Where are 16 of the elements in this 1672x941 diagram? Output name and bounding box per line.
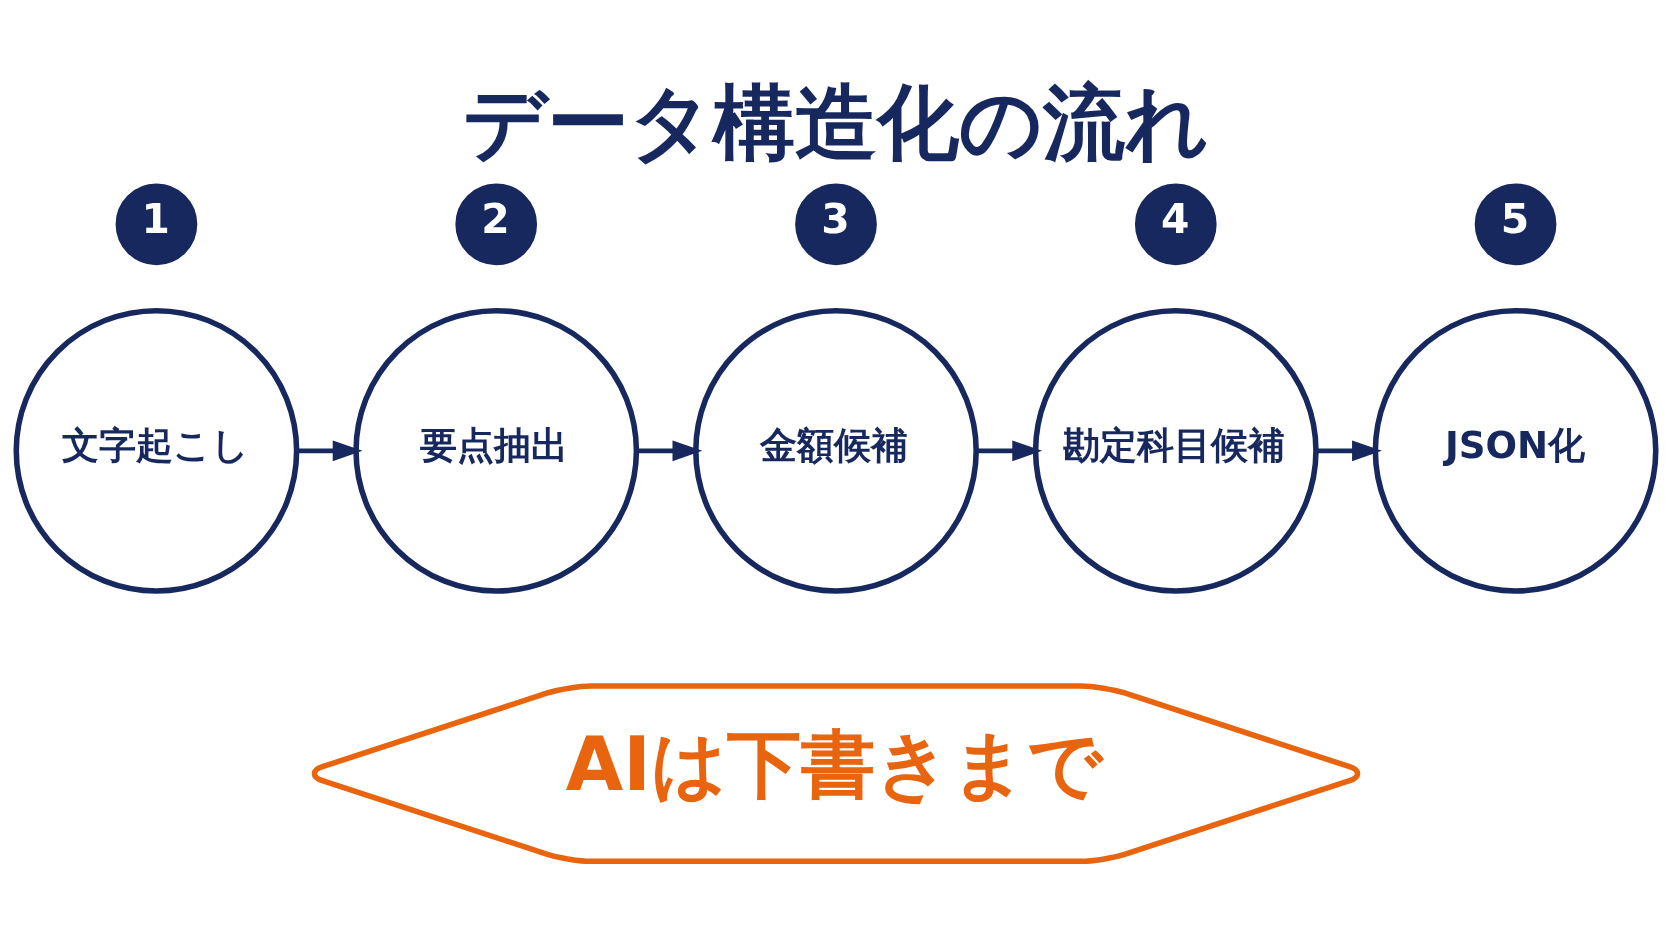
node-circle: 1: [115, 182, 198, 265]
node-circle: 5: [1474, 182, 1557, 265]
arrow: [976, 439, 1043, 461]
node-circle: 金額候補: [693, 307, 979, 594]
node-circle: 4: [1134, 182, 1217, 265]
diagram-title: データ構造化の流れ: [462, 74, 1209, 170]
node-circle: 2: [455, 182, 538, 265]
arrow: [636, 439, 703, 461]
node-ellipse: AIは下書きまで: [311, 682, 1361, 864]
arrow: [1316, 439, 1382, 461]
node-circle: 要点抽出: [353, 307, 640, 594]
arrow: [297, 439, 363, 461]
node-circle: 勘定科目候補: [1032, 307, 1319, 594]
node-circle: JSON化: [1372, 307, 1659, 594]
node-circle: 文字起こし: [13, 307, 300, 594]
node-circle: 3: [795, 182, 877, 265]
